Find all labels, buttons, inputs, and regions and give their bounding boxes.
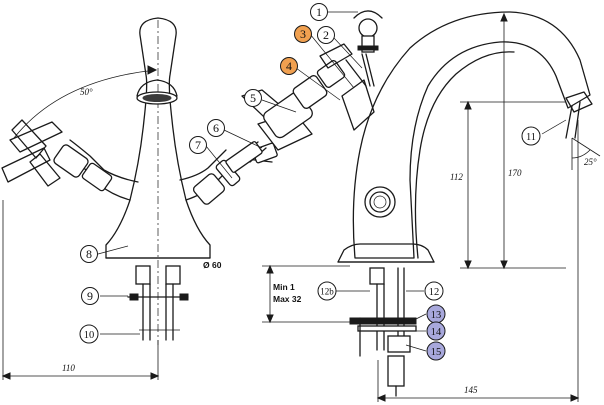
callout-5-circle (244, 89, 262, 107)
dim-width-left: 110 (62, 363, 75, 373)
callout-9: 9 (81, 287, 99, 305)
callout-9-circle (81, 287, 99, 305)
dim-deck-max: Max 32 (273, 294, 302, 304)
dim-deck-min: Min 1 (273, 282, 295, 292)
dim-height-outlet: 112 (450, 172, 463, 182)
callout-7: 7 (189, 136, 207, 154)
callout-3-label: 3 (300, 27, 306, 41)
callout-1-label: 1 (316, 5, 322, 19)
callout-5-label: 5 (250, 91, 256, 105)
callout-15-label: 15 (431, 347, 442, 358)
dimension-labels: 50° 25° 112 170 Ø 60 110 145 Min 1 Max 3… (62, 87, 597, 395)
callout-4-circle (280, 57, 298, 75)
callout-12-label: 12 (429, 287, 440, 298)
dim-reach-right: 145 (464, 385, 478, 395)
callout-11: 11 (521, 126, 541, 146)
callout-14-circle (426, 321, 446, 341)
callout-6-label: 6 (213, 121, 219, 135)
callout-13-label: 13 (431, 310, 442, 321)
callout-12b-label: 12b (320, 287, 334, 297)
side-view (225, 10, 601, 402)
dim-angle-handle: 50° (80, 87, 93, 97)
callout-10: 10 (79, 324, 99, 344)
callout-8-label: 8 (86, 247, 92, 261)
callout-14-label: 14 (431, 327, 442, 338)
callout-2-circle (317, 26, 335, 44)
callout-10-label: 10 (84, 330, 95, 341)
callout-9-label: 9 (87, 289, 93, 303)
callout-4-label: 4 (286, 59, 292, 73)
callout-2: 2 (317, 26, 335, 44)
callout-8-circle (80, 245, 98, 263)
front-view (1, 17, 278, 380)
callout-12b-circle (317, 281, 337, 301)
callout-7-label: 7 (195, 138, 201, 152)
callout-6-circle (207, 119, 225, 137)
callout-11-label: 11 (526, 132, 536, 143)
callout-15-circle (426, 341, 446, 361)
callout-11-circle (521, 126, 541, 146)
callout-6: 6 (207, 119, 225, 137)
callout-12b: 12b (317, 281, 337, 301)
callout-13: 13 (426, 304, 446, 324)
callout-3-circle (294, 25, 312, 43)
callout-leaders (97, 11, 567, 352)
callout-15: 15 (426, 341, 446, 361)
callout-4: 4 (280, 57, 298, 75)
callout-8: 8 (80, 245, 98, 263)
callout-12-circle (424, 281, 444, 301)
callout-7-circle (189, 136, 207, 154)
callout-14: 14 (426, 321, 446, 341)
dim-angle-spout: 25° (584, 157, 597, 167)
callout-12: 12 (424, 281, 444, 301)
callout-5: 5 (244, 89, 262, 107)
dim-height-total: 170 (508, 168, 522, 178)
callout-3: 3 (294, 25, 312, 43)
callout-2-label: 2 (323, 28, 329, 42)
callout-1-circle (310, 3, 328, 21)
callout-1: 1 (310, 3, 328, 21)
callout-10-circle (79, 324, 99, 344)
dim-base-diameter: Ø 60 (203, 260, 222, 270)
